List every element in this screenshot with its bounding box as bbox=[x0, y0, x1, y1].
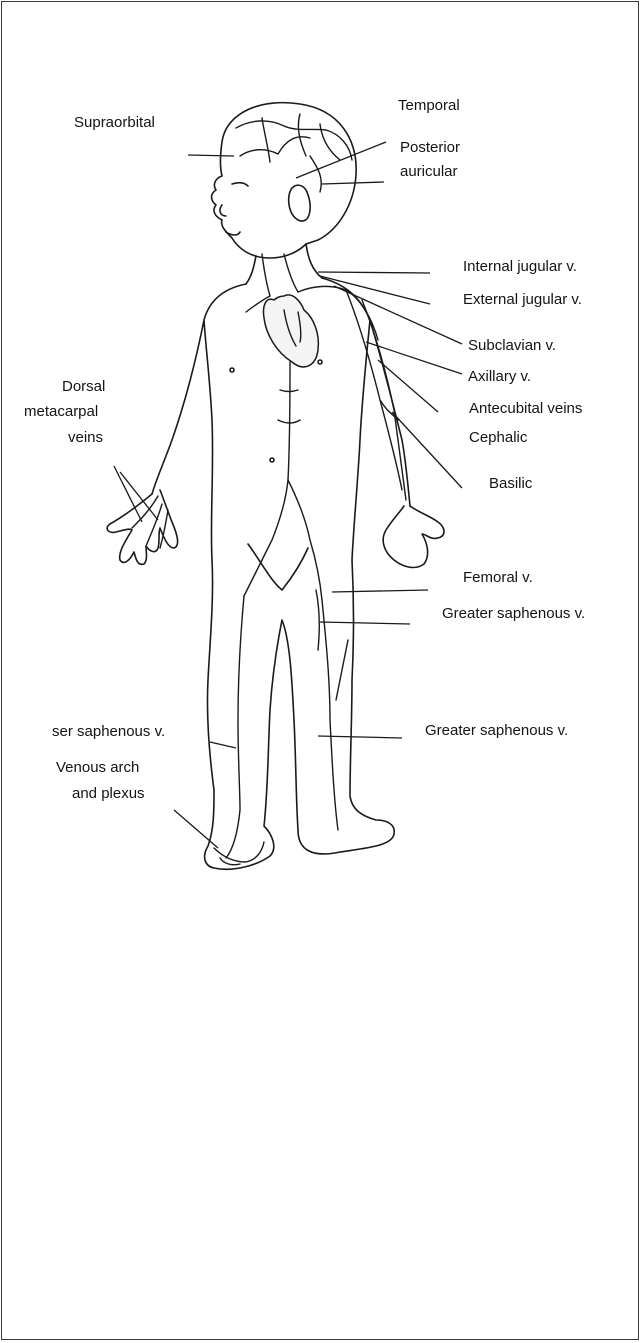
nipple-left bbox=[230, 368, 234, 372]
label-femoral: Femoral v. bbox=[463, 569, 533, 586]
navel bbox=[270, 458, 274, 462]
leader-antecubital bbox=[378, 360, 438, 412]
vein-labels: Supraorbital Temporal Posterior auricula… bbox=[24, 97, 585, 802]
face-features bbox=[220, 183, 248, 235]
right-hand-outline bbox=[383, 506, 444, 567]
leader-lesser-saphenous bbox=[210, 742, 236, 748]
label-greater-saphenous-lower: Greater saphenous v. bbox=[425, 722, 568, 739]
label-internal-jugular: Internal jugular v. bbox=[463, 258, 577, 275]
leader-dorsal-2 bbox=[120, 472, 158, 520]
leader-femoral bbox=[332, 590, 428, 592]
label-temporal: Temporal bbox=[398, 97, 460, 114]
label-antecubital: Antecubital veins bbox=[469, 400, 582, 417]
groin-outline bbox=[248, 544, 308, 590]
label-greater-saphenous-upper: Greater saphenous v. bbox=[442, 605, 585, 622]
neck-outline bbox=[246, 244, 322, 284]
leader-temporal bbox=[296, 142, 386, 178]
label-and-plexus: and plexus bbox=[72, 785, 145, 802]
leader-subclavian bbox=[334, 286, 462, 344]
label-posterior: Posterior bbox=[400, 139, 460, 156]
venous-system-diagram: Supraorbital Temporal Posterior auricula… bbox=[0, 0, 642, 900]
label-basilic: Basilic bbox=[489, 475, 533, 492]
scalp-veins bbox=[236, 114, 352, 192]
left-hand-veins bbox=[132, 496, 168, 548]
leader-internal-jugular bbox=[318, 272, 430, 273]
label-leader-lines bbox=[114, 142, 462, 848]
ear-outline bbox=[289, 185, 311, 221]
leader-external-jugular bbox=[320, 276, 430, 304]
leg-veins bbox=[214, 590, 348, 865]
nipple-right bbox=[318, 360, 322, 364]
label-venous-arch: Venous arch bbox=[56, 759, 139, 776]
child-figure-outline bbox=[107, 103, 444, 870]
leader-greater-saphenous-upper bbox=[320, 622, 410, 624]
label-metacarpal: metacarpal bbox=[24, 403, 98, 420]
legs-outline bbox=[205, 560, 395, 869]
label-supraorbital: Supraorbital bbox=[74, 114, 155, 131]
child-venous-anatomy-illustration: Supraorbital Temporal Posterior auricula… bbox=[0, 0, 642, 900]
label-cephalic: Cephalic bbox=[469, 429, 528, 446]
label-auricular: auricular bbox=[400, 163, 458, 180]
label-dorsal: Dorsal bbox=[62, 378, 105, 395]
leader-supraorbital bbox=[188, 155, 234, 156]
label-subclavian: Subclavian v. bbox=[468, 337, 556, 354]
heart bbox=[263, 295, 318, 367]
arm-veins bbox=[346, 290, 406, 500]
label-lesser-saphenous: ser saphenous v. bbox=[52, 723, 165, 740]
label-veins: veins bbox=[68, 429, 103, 446]
label-external-jugular: External jugular v. bbox=[463, 291, 582, 308]
leader-posterior-auricular bbox=[322, 182, 384, 184]
label-axillary: Axillary v. bbox=[468, 368, 531, 385]
